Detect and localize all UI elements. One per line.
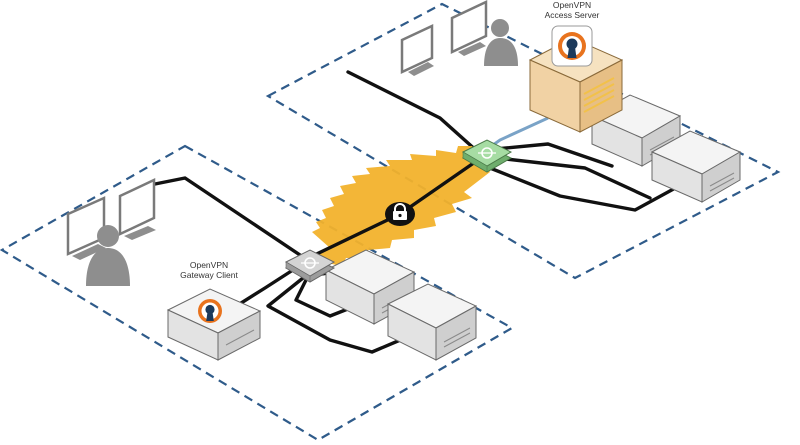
- padlock-icon: [385, 202, 415, 226]
- monitor-icon: [118, 178, 156, 240]
- access-server-label-line1: OpenVPN: [553, 0, 591, 10]
- monitor-icon: [400, 24, 434, 76]
- workstation-left: [66, 178, 156, 286]
- cables: [148, 70, 692, 354]
- openvpn-logo-icon: [551, 25, 593, 67]
- person-icon: [484, 19, 518, 66]
- access-server-label-line2: Access Server: [545, 10, 600, 20]
- server-site-zone: [265, 2, 781, 280]
- remote-site-zone: [0, 144, 515, 442]
- person-icon: [86, 225, 130, 286]
- router-icon: [461, 139, 513, 173]
- gateway-client-label-line2: Gateway Client: [180, 270, 238, 280]
- router-icon: [284, 249, 336, 283]
- server-bottom-2: [386, 283, 478, 361]
- gateway-client-label-line1: OpenVPN: [190, 260, 228, 270]
- monitor-icon: [450, 0, 488, 56]
- workstation-top: [400, 0, 518, 76]
- openvpn-logo-icon: [198, 299, 222, 323]
- server-top-2: [650, 130, 742, 203]
